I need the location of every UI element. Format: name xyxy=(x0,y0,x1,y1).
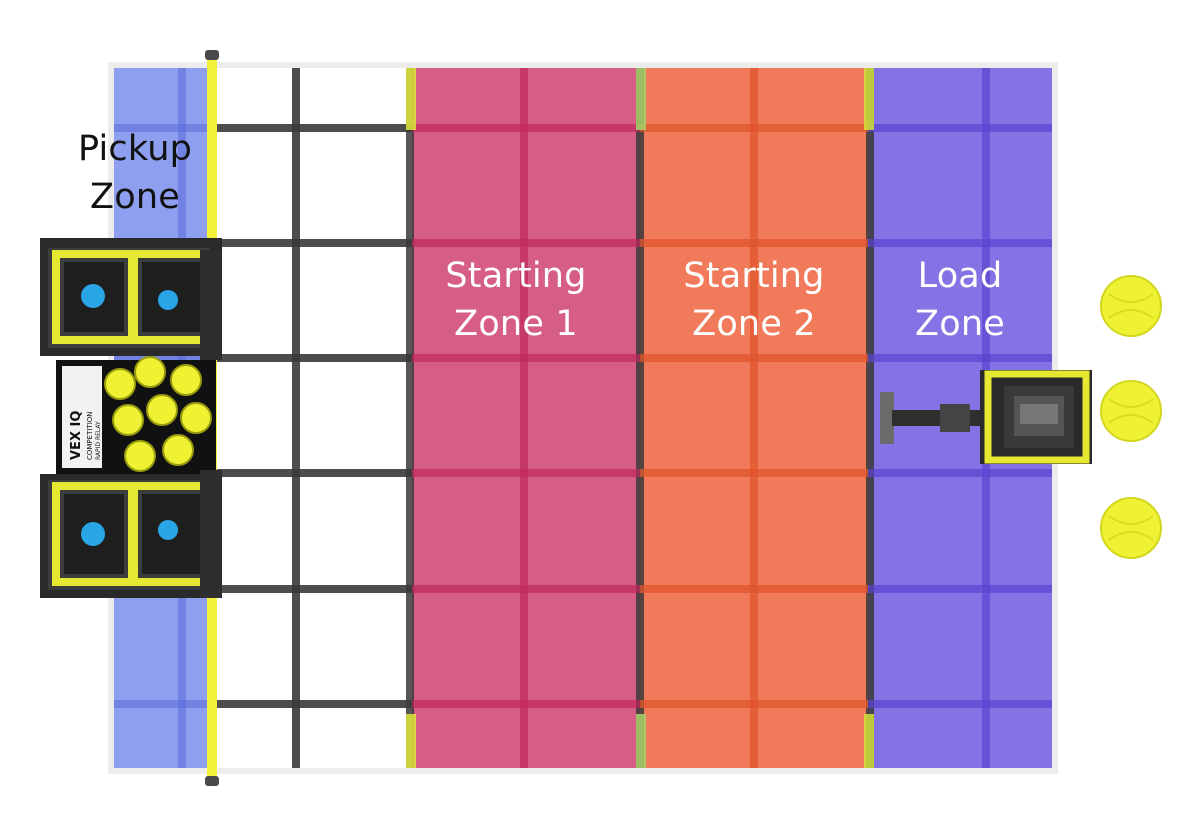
grid-line-horizontal xyxy=(214,469,412,477)
panel-ball-graphic xyxy=(124,440,156,472)
blue-button-icon xyxy=(81,522,105,546)
panel-ball-graphic xyxy=(180,402,212,434)
grid-line-horizontal xyxy=(640,124,868,132)
panel-ball-graphic xyxy=(134,356,166,388)
grid-line-horizontal xyxy=(868,585,1052,593)
panel-ball-graphic xyxy=(170,364,202,396)
panel-ball-graphic xyxy=(112,404,144,436)
ball xyxy=(1100,380,1162,442)
grid-line-horizontal xyxy=(640,585,868,593)
lower-goal-frame xyxy=(40,470,222,598)
blue-button-icon xyxy=(158,520,178,540)
grid-line-horizontal xyxy=(412,585,640,593)
load-boundary-top xyxy=(864,68,874,130)
grid-line-vertical xyxy=(750,68,758,768)
panel-ball-graphic xyxy=(104,368,136,400)
ball-group xyxy=(1100,275,1162,559)
ball xyxy=(1100,497,1162,559)
grid-line-horizontal xyxy=(214,700,412,708)
start2-boundary-bottom xyxy=(636,714,646,768)
goal-back-panel: VEX IQ COMPETITION RAPID RELAY xyxy=(56,356,216,474)
grid-line-horizontal xyxy=(868,124,1052,132)
grid-line-horizontal xyxy=(412,239,640,247)
grid-line-horizontal xyxy=(214,124,412,132)
grid-line-horizontal xyxy=(412,354,640,362)
grid-line-vertical xyxy=(520,68,528,768)
grid-line-horizontal xyxy=(412,700,640,708)
grid-line-horizontal xyxy=(114,354,214,362)
blue-button-icon xyxy=(158,290,178,310)
grid-line-horizontal xyxy=(640,700,868,708)
grid-line-horizontal xyxy=(114,700,214,708)
robot-intake-arm xyxy=(880,392,894,444)
grid-line-horizontal xyxy=(868,354,1052,362)
start1-boundary-top xyxy=(406,68,416,130)
goal-structure: VEX IQ COMPETITION RAPID RELAY xyxy=(40,238,222,598)
robot xyxy=(880,370,1092,464)
load-boundary-bottom xyxy=(864,714,874,768)
panel-ball-graphic xyxy=(162,434,194,466)
grid-line-horizontal xyxy=(868,239,1052,247)
grid-line-horizontal xyxy=(114,124,214,132)
start1-boundary-bottom xyxy=(406,714,416,768)
grid-line-horizontal xyxy=(412,469,640,477)
goal-panel-brand: VEX IQ xyxy=(69,411,84,460)
upper-goal-frame xyxy=(40,238,222,360)
ball xyxy=(1100,275,1162,337)
grid-line-horizontal xyxy=(868,469,1052,477)
grid-line-horizontal xyxy=(214,354,412,362)
goal-panel-sub: RAPID RELAY xyxy=(95,421,102,460)
grid-line-vertical xyxy=(636,68,644,768)
grid-line-horizontal xyxy=(640,354,868,362)
goal-panel-text: COMPETITION xyxy=(86,411,94,460)
blue-button-icon xyxy=(81,284,105,308)
start2-boundary-top xyxy=(636,68,646,130)
panel-ball-graphic xyxy=(146,394,178,426)
grid-line-horizontal xyxy=(214,585,412,593)
grid-line-horizontal xyxy=(640,469,868,477)
grid-line-horizontal xyxy=(412,124,640,132)
grid-line-horizontal xyxy=(868,700,1052,708)
grid-line-vertical xyxy=(292,68,300,768)
grid-line-vertical xyxy=(866,68,874,768)
grid-line-vertical xyxy=(406,68,414,768)
grid-line-horizontal xyxy=(214,239,412,247)
grid-line-horizontal xyxy=(640,239,868,247)
